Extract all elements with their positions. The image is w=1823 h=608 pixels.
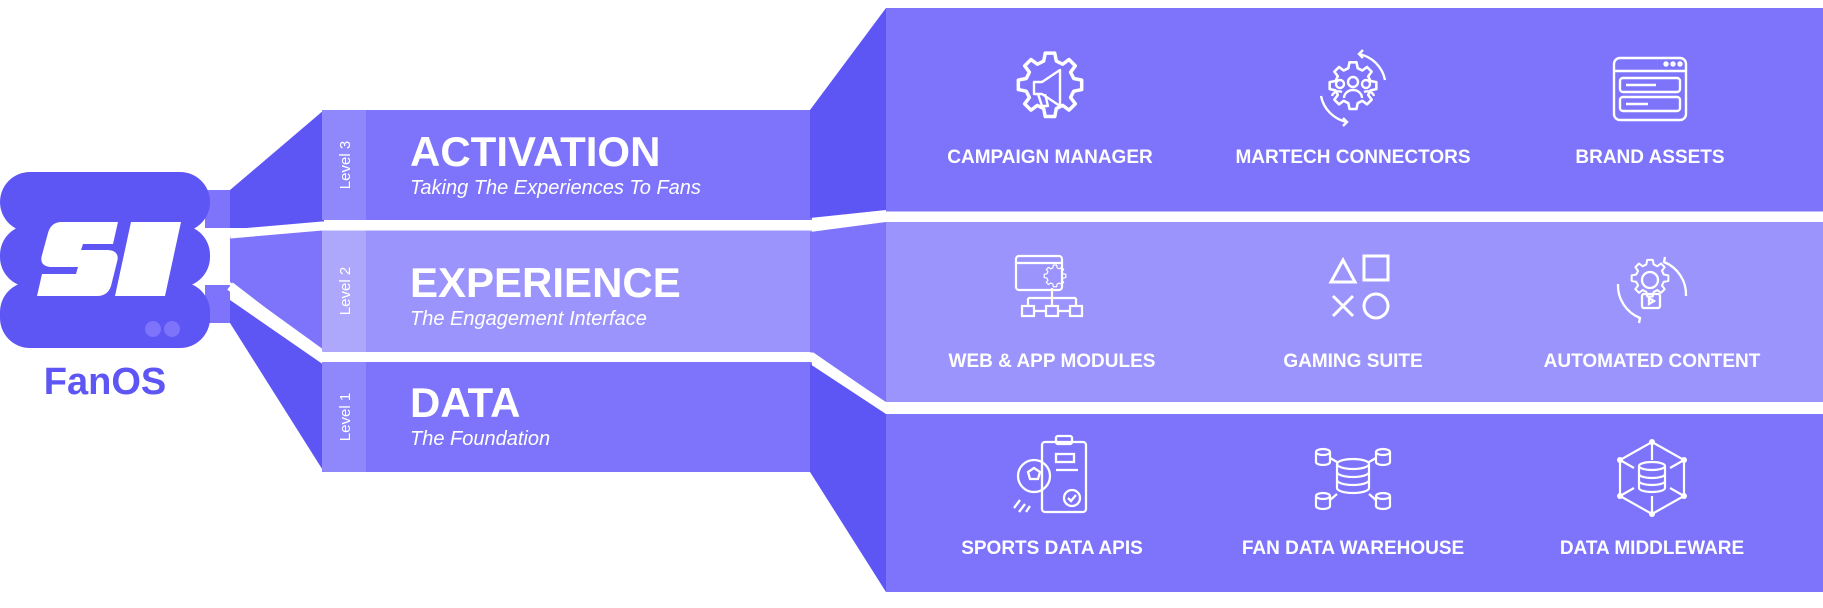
sports-clipboard-icon: [1013, 434, 1088, 514]
level-1-title: DATA: [410, 379, 520, 426]
module-label-brand-assets: BRAND ASSETS: [1575, 147, 1724, 168]
level-3-title: ACTIVATION: [410, 128, 660, 175]
level-tag-strip: [322, 110, 366, 220]
logo-dot-icon: [164, 321, 180, 337]
level-2-title: EXPERIENCE: [410, 259, 681, 306]
module-label-data-middleware: DATA MIDDLEWARE: [1560, 538, 1744, 559]
funnel-left-middle: [230, 230, 324, 350]
logo-name: FanOS: [44, 361, 166, 403]
funnel-left-top: [230, 110, 324, 228]
level-1-band: [322, 362, 812, 472]
module-label-automated-content: AUTOMATED CONTENT: [1544, 351, 1761, 372]
controller-shapes-icon: [1328, 254, 1390, 320]
level-2-subtitle: The Engagement Interface: [410, 308, 647, 330]
module-label-sports-data-apis: SPORTS DATA APIS: [961, 538, 1143, 559]
level-tag-strip: [322, 230, 366, 352]
web-sitemap-icon: [1014, 254, 1084, 318]
logo-dot-icon: [145, 321, 161, 337]
people-cycle-gear-icon: [1319, 49, 1387, 127]
logo-lobe-top: [0, 172, 210, 232]
module-label-web-app-modules: WEB & APP MODULES: [949, 351, 1156, 372]
si-glyph-icon: [37, 222, 181, 296]
module-label-campaign-manager: CAMPAIGN MANAGER: [947, 147, 1153, 168]
separator-line: [227, 282, 1823, 413]
funnel-right-top: [810, 8, 886, 218]
database-hexagon-icon: [1617, 439, 1687, 517]
level-2-band: [322, 230, 812, 352]
experience-modules-panel: [886, 222, 1823, 402]
data-modules-panel: [886, 414, 1823, 592]
level-3-tag: Level 3: [337, 141, 354, 189]
content-gear-cycle-icon: [1616, 256, 1688, 324]
level-3-band: [322, 110, 812, 220]
level-1-tag: Level 1: [337, 393, 354, 441]
level-2-tag: Level 2: [337, 267, 354, 315]
funnel-right-middle: [810, 222, 886, 402]
module-label-martech-connectors: MARTECH CONNECTORS: [1235, 147, 1470, 168]
level-3-subtitle: Taking The Experiences To Fans: [410, 177, 701, 199]
separator-line: [229, 211, 1823, 239]
module-label-gaming-suite: GAMING SUITE: [1283, 351, 1422, 372]
funnel-left-bottom: [230, 300, 324, 472]
megaphone-gear-icon: [1016, 51, 1084, 119]
funnel-right-bottom: [810, 364, 886, 592]
database-network-icon: [1314, 447, 1392, 511]
level-1-subtitle: The Foundation: [410, 428, 550, 450]
level-tag-strip: [322, 362, 366, 472]
fanos-logo: FanOS: [0, 172, 230, 403]
module-label-fan-data-warehouse: FAN DATA WAREHOUSE: [1242, 538, 1464, 559]
browser-window-icon: [1612, 56, 1688, 122]
